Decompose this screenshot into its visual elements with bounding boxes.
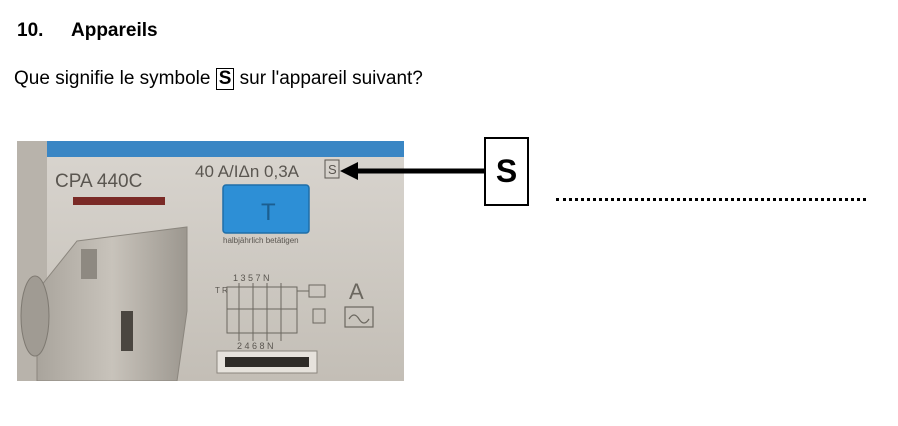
device-photo: CPA 440C 40 A/IΔn 0,3A S T halbjährlich … [17, 141, 404, 381]
lever-notch [81, 249, 97, 279]
indicator-window [73, 197, 165, 205]
ac-symbol-box [344, 306, 374, 328]
device-top-strip [47, 141, 404, 157]
ac-wave-icon [348, 314, 370, 324]
lever-pivot [20, 275, 50, 357]
rating-symbol: S [328, 162, 337, 177]
question-after: sur l'appareil suivant? [234, 68, 423, 89]
test-label: halbjährlich betätigen [223, 236, 299, 245]
bottom-slot [225, 357, 309, 367]
section-number: 10. [17, 20, 44, 41]
question-text: Que signifie le symbole S sur l'appareil… [14, 68, 423, 90]
test-button-letter: T [261, 199, 276, 226]
rating-symbol-box [324, 159, 340, 179]
question-before: Que signifie le symbole [14, 68, 216, 89]
terminals-top: 1 3 5 7 N [233, 273, 270, 283]
device-model: CPA 440C [55, 171, 142, 192]
type-letter: A [349, 279, 364, 304]
side-letters: T R [215, 286, 228, 295]
terminals-bottom: 2 4 6 8 N [237, 341, 274, 351]
test-button[interactable] [222, 184, 310, 234]
wiring-diagram [226, 283, 326, 341]
device-rating: 40 A/IΔn 0,3A [195, 162, 300, 181]
section-heading: 10. Appareils [17, 20, 158, 42]
lever-slot [121, 311, 133, 351]
answer-line[interactable] [556, 186, 866, 201]
callout-symbol-box: S [484, 137, 529, 206]
section-title: Appareils [71, 20, 158, 41]
pointer-arrow-icon [340, 162, 486, 180]
question-symbol: S [215, 68, 235, 90]
